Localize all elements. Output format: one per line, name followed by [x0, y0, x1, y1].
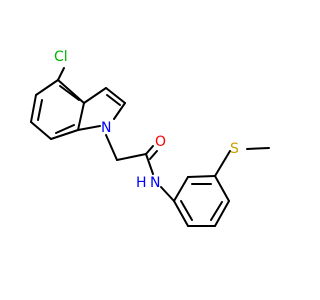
- bond-pyrrole-2: [105, 87, 126, 104]
- amide-nitrogen-label: N: [150, 175, 160, 191]
- bond-benzene-inner-1: [37, 99, 43, 121]
- molecule-structure: Cl N O N H S: [30, 49, 270, 227]
- bond-pyrrole-3: [113, 102, 126, 120]
- molecule-canvas: Cl N O N H S: [30, 49, 270, 227]
- bond-benzene-4: [50, 129, 79, 140]
- bond-aryl-inner-3: [180, 200, 193, 221]
- bond-carbonyl-nitrogen: [145, 153, 154, 175]
- bond-aryl-6: [173, 200, 189, 227]
- bond-pyrrole-1: [83, 87, 107, 104]
- bond-benzene-6: [57, 79, 85, 104]
- bonds: [30, 67, 270, 227]
- atom-labels: Cl N O N H S: [54, 49, 239, 191]
- carbonyl-oxygen-label: O: [155, 134, 166, 150]
- amide-hydrogen-label: H: [136, 175, 147, 191]
- bond-benzene-inner-3: [59, 85, 80, 101]
- bond-benzene-1: [35, 79, 59, 96]
- bond-aryl-inner-2: [210, 201, 223, 221]
- bond-carbonyl-oxygen-1: [145, 145, 154, 155]
- chlorine-label: Cl: [54, 49, 68, 65]
- bond-carbonyl-oxygen-2: [149, 150, 158, 160]
- bond-nitrogen-aryl: [160, 186, 175, 202]
- bond-aryl-2: [187, 175, 216, 178]
- bond-aryl-3: [214, 175, 230, 202]
- bond-c-cl: [57, 67, 65, 81]
- bond-aryl-4: [214, 200, 230, 227]
- bond-n1-ch2: [105, 134, 118, 161]
- sulfur-label: S: [230, 141, 239, 157]
- bond-benzene-3: [30, 121, 52, 140]
- bond-benzene-2: [30, 94, 37, 123]
- indole-nitrogen-label: N: [101, 120, 111, 136]
- bond-pyrrole-4: [77, 125, 101, 131]
- bond-aryl-sulfur: [214, 150, 231, 177]
- bond-benzene-inner-2: [55, 124, 75, 134]
- bond-ch2-carbonyl: [116, 153, 147, 161]
- bond-pyrrole-inner: [106, 94, 121, 106]
- bond-benzene-5: [77, 102, 85, 131]
- bond-sulfur-methyl: [246, 147, 270, 150]
- bond-aryl-1: [173, 176, 189, 202]
